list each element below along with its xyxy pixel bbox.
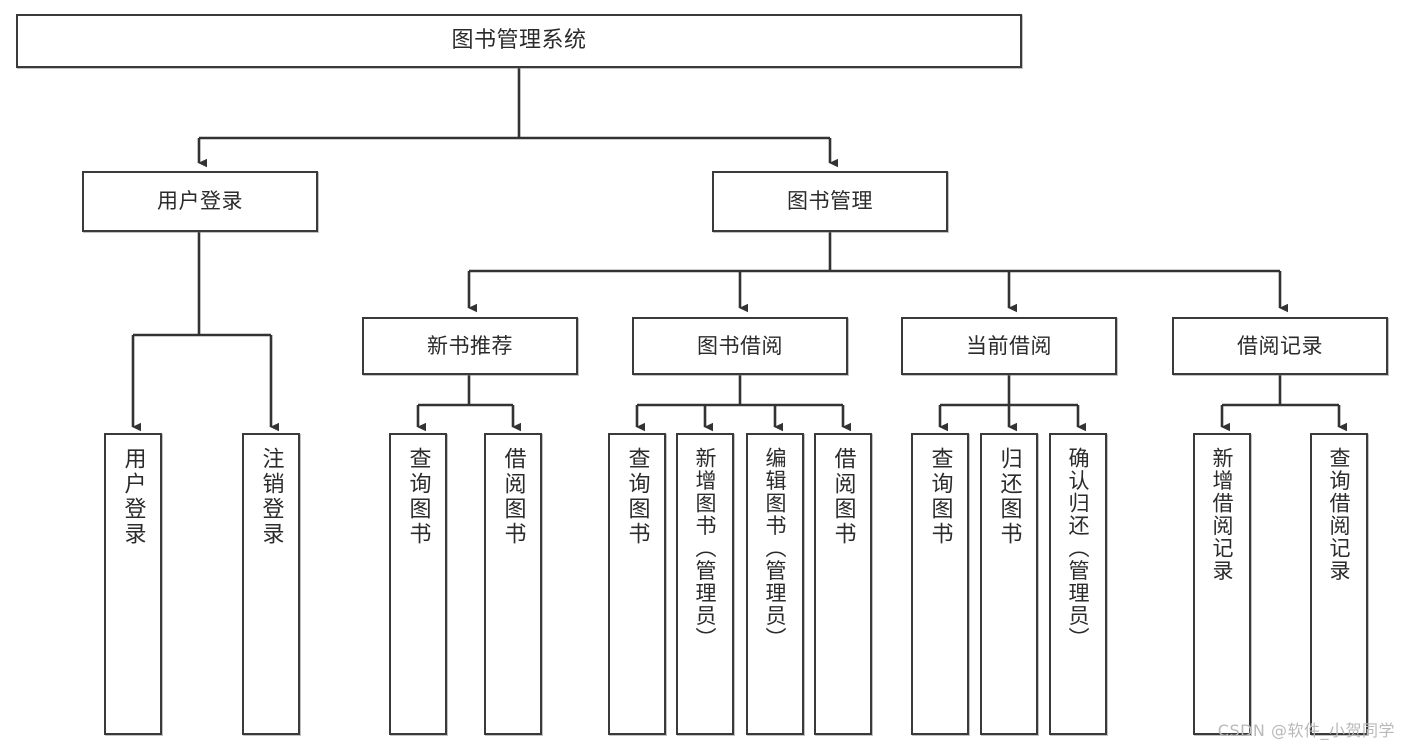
node-label: 新增借阅记录 [1210,447,1235,582]
leaf-borrow-book[interactable]: 借阅图书 [814,433,872,735]
node-label: 查询图书 [624,447,650,547]
leaf-query-book-borrow[interactable]: 查询图书 [608,433,666,735]
node-new-book-recommend[interactable]: 新书推荐 [362,317,578,375]
node-label: 用户登录 [157,189,243,214]
node-label: 新增图书（管理员） [693,447,718,650]
leaf-logout[interactable]: 注销登录 [242,433,300,735]
leaf-return-book[interactable]: 归还图书 [980,433,1038,735]
node-label: 图书管理 [787,189,873,214]
node-root-system[interactable]: 图书管理系统 [16,14,1022,68]
node-label: 图书借阅 [697,333,783,358]
node-label: 归还图书 [996,447,1022,547]
node-label: 编辑图书（管理员） [763,447,788,650]
node-label: 注销登录 [258,447,284,547]
leaf-add-borrow-record[interactable]: 新增借阅记录 [1193,433,1251,735]
node-label: 新书推荐 [427,333,513,358]
leaf-query-borrow-record[interactable]: 查询借阅记录 [1310,433,1368,735]
node-label: 查询借阅记录 [1327,447,1352,582]
node-label: 用户登录 [120,447,146,547]
node-label: 查询图书 [405,447,431,547]
node-label: 借阅记录 [1237,333,1323,358]
node-label: 确认归还（管理员） [1066,447,1091,650]
node-label: 借阅图书 [830,447,856,547]
node-label: 查询图书 [927,447,953,547]
leaf-query-book-recommend[interactable]: 查询图书 [389,433,447,735]
leaf-confirm-return-admin[interactable]: 确认归还（管理员） [1049,433,1107,735]
leaf-edit-book-admin[interactable]: 编辑图书（管理员） [746,433,804,735]
node-label: 图书管理系统 [451,28,587,54]
node-book-borrow[interactable]: 图书借阅 [632,317,848,375]
node-label: 借阅图书 [500,447,526,547]
node-borrow-record[interactable]: 借阅记录 [1172,317,1388,375]
leaf-add-book-admin[interactable]: 新增图书（管理员） [676,433,734,735]
node-user-login[interactable]: 用户登录 [82,171,318,232]
csdn-watermark: CSDN @软件_小贺同学 [1217,721,1395,740]
node-current-borrow[interactable]: 当前借阅 [901,317,1117,375]
leaf-user-login[interactable]: 用户登录 [104,433,162,735]
node-label: 当前借阅 [966,333,1052,358]
leaf-borrow-book-recommend[interactable]: 借阅图书 [484,433,542,735]
leaf-query-book-current[interactable]: 查询图书 [911,433,969,735]
node-book-management[interactable]: 图书管理 [712,171,948,232]
